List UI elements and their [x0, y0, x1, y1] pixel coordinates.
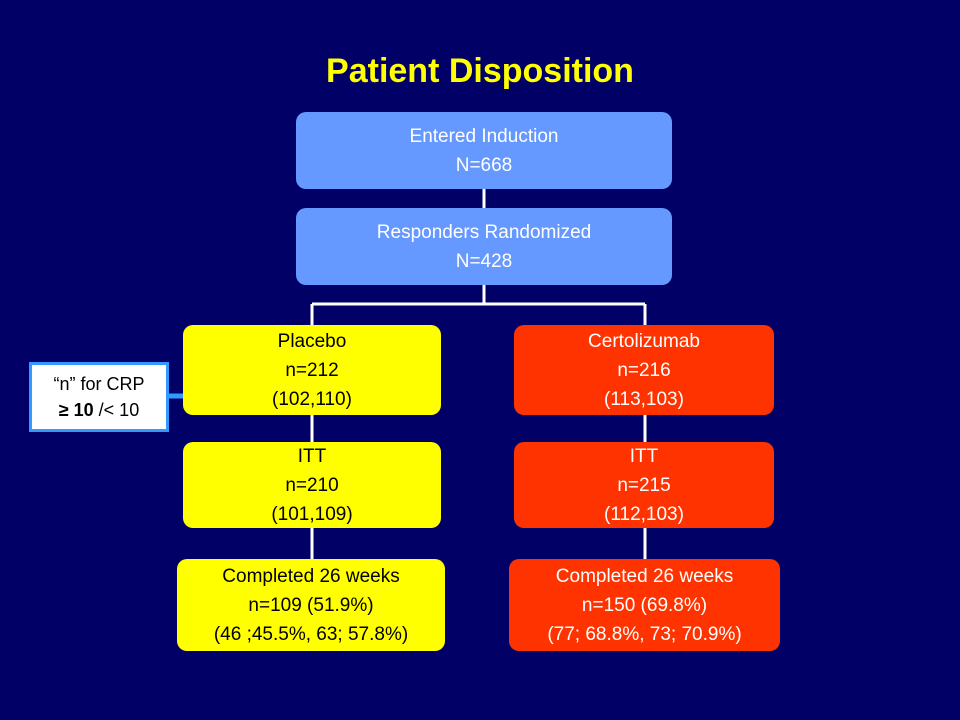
placebo-itt-label: ITT	[297, 445, 327, 467]
placebo-itt-box: ITT n=210 (101,109)	[183, 442, 441, 528]
placebo-crp-split: (102,110)	[272, 388, 352, 410]
placebo-completed-count: n=109 (51.9%)	[248, 594, 374, 616]
placebo-itt-crp-split: (101,109)	[271, 503, 353, 525]
crp-note-line2: ≥ 10 /< 10	[59, 397, 139, 423]
placebo-arm-box: Placebo n=212 (102,110)	[183, 325, 441, 415]
crp-note-line1: “n” for CRP	[53, 374, 145, 394]
entered-label: Entered Induction	[409, 125, 559, 147]
placebo-label: Placebo	[277, 330, 347, 352]
crp-note-box: “n” for CRP ≥ 10 /< 10	[29, 362, 169, 432]
certo-completed-count: n=150 (69.8%)	[581, 594, 708, 616]
crp-note-rest: /< 10	[93, 400, 140, 420]
responders-randomized-box: Responders Randomized N=428	[296, 208, 672, 285]
randomized-count: N=428	[455, 250, 513, 272]
certolizumab-completed-box: Completed 26 weeks n=150 (69.8%) (77; 68…	[509, 559, 780, 651]
certo-itt-label: ITT	[629, 445, 659, 467]
entered-count: N=668	[455, 154, 513, 176]
certo-count: n=216	[617, 359, 671, 381]
certo-completed-crp-split: (77; 68.8%, 73; 70.9%)	[547, 623, 742, 645]
placebo-count: n=212	[285, 359, 339, 381]
placebo-completed-label: Completed 26 weeks	[222, 565, 400, 587]
certolizumab-arm-box: Certolizumab n=216 (113,103)	[514, 325, 774, 415]
certo-itt-crp-split: (112,103)	[604, 503, 684, 525]
certo-crp-split: (113,103)	[604, 388, 684, 410]
certolizumab-itt-box: ITT n=215 (112,103)	[514, 442, 774, 528]
certo-completed-label: Completed 26 weeks	[555, 565, 734, 587]
placebo-completed-crp-split: (46 ;45.5%, 63; 57.8%)	[213, 623, 409, 645]
placebo-itt-count: n=210	[285, 474, 339, 496]
randomized-label: Responders Randomized	[376, 221, 592, 243]
placebo-completed-box: Completed 26 weeks n=109 (51.9%) (46 ;45…	[177, 559, 445, 651]
page-title: Patient Disposition	[326, 52, 634, 90]
certo-itt-count: n=215	[617, 474, 671, 496]
certo-label: Certolizumab	[588, 330, 700, 352]
entered-induction-box: Entered Induction N=668	[296, 112, 672, 189]
crp-note-threshold: ≥ 10	[58, 400, 94, 420]
